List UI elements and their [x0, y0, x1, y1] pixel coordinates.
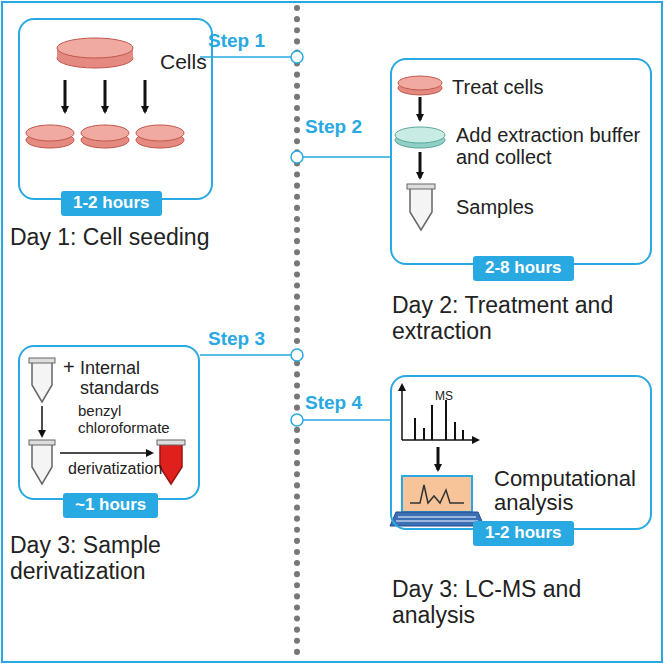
step-label: Step 3 — [208, 328, 296, 350]
step-box: +Internal standardsbenzyl chloroformated… — [18, 345, 200, 500]
step-label: Step 4 — [305, 392, 389, 414]
box-text: Internal standards — [80, 359, 195, 399]
box-text: MS — [435, 390, 465, 403]
timeline-dots — [294, 8, 300, 658]
time-badge: 1-2 hours — [61, 191, 162, 216]
time-badge: ~1 hours — [63, 493, 158, 518]
duration-text: 1-2 hours — [485, 524, 562, 543]
step-box: Treat cellsAdd extraction buffer and col… — [390, 58, 652, 265]
time-badge: 1-2 hours — [473, 521, 574, 546]
box-text: Treat cells — [452, 76, 642, 98]
duration-text: 2-8 hours — [485, 259, 562, 278]
step-box: Cells1-2 hours — [18, 18, 213, 200]
step-markers — [200, 51, 390, 426]
box-text: Cells — [160, 50, 230, 73]
box-text: Add extraction buffer and collect — [456, 124, 646, 168]
day-caption: Day 3: LC-MS and analysis — [392, 576, 642, 629]
step-box: MSComputational analysis1-2 hours — [390, 375, 652, 530]
duration-text: ~1 hours — [75, 496, 146, 515]
box-text: benzyl chloroformate — [78, 403, 193, 436]
ms-and-laptop — [390, 385, 484, 526]
duration-text: 1-2 hours — [73, 194, 150, 213]
step-label: Step 1 — [208, 30, 296, 52]
day-caption: Day 2: Treatment and extraction — [392, 292, 622, 345]
box-text: Samples — [456, 196, 606, 218]
step-label: Step 2 — [305, 116, 389, 138]
day-caption: Day 1: Cell seeding — [10, 224, 290, 250]
box-text: derivatization — [68, 460, 188, 478]
treatment-icons — [395, 76, 445, 230]
time-badge: 2-8 hours — [473, 256, 574, 281]
day-caption: Day 3: Sample derivatization — [10, 532, 210, 585]
box-text: Computational analysis — [494, 467, 644, 515]
